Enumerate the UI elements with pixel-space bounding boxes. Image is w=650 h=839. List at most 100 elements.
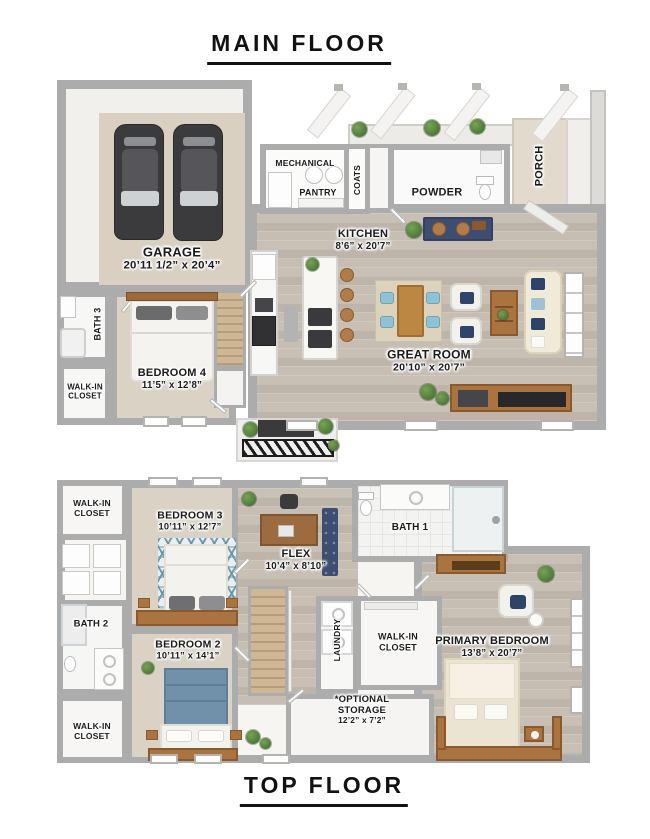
car-roof — [122, 149, 158, 193]
bedroom3-dims: 10’11” x 12’7” — [158, 521, 222, 532]
side-table — [528, 612, 544, 628]
kitchen-mat — [284, 306, 298, 342]
stairs-railing — [288, 590, 292, 692]
sofa-pillow — [531, 336, 545, 348]
bedroom2-name: BEDROOM 2 — [155, 638, 221, 651]
great-room-dims: 20’10” x 20’7” — [393, 361, 465, 374]
dining-table — [397, 285, 424, 337]
bed-pillow — [454, 704, 478, 720]
closet-shelf — [93, 571, 121, 595]
nightstand — [226, 598, 238, 608]
range-hood — [255, 298, 273, 312]
plant-icon — [424, 120, 440, 136]
car-windshield — [121, 191, 159, 206]
kitchen-name: KITCHEN — [337, 227, 389, 240]
window — [570, 686, 584, 714]
window — [540, 420, 574, 431]
mechanical-unit — [268, 172, 292, 208]
desk-chair — [280, 494, 298, 509]
window — [286, 420, 318, 431]
optional-storage-name: *OPTIONAL STORAGE — [334, 693, 390, 717]
bedroom4-name: BEDROOM 4 — [137, 366, 207, 379]
coats-label: COATS — [351, 164, 362, 196]
washer-door — [332, 608, 345, 621]
bed-pillow — [484, 704, 508, 720]
primary-bedroom-dims: 13’8” x 20’7” — [461, 647, 523, 659]
island-sink — [308, 330, 332, 348]
cutting-board — [472, 221, 486, 230]
bath2-label: BATH 2 — [73, 618, 109, 630]
washer — [321, 601, 353, 627]
plant-icon — [142, 662, 154, 674]
car-windshield — [180, 191, 218, 206]
kitchen-label: KITCHEN 8’6” x 20’7” — [335, 228, 390, 252]
toilet — [358, 492, 374, 500]
plant-icon — [352, 122, 367, 137]
plant-icon — [318, 419, 333, 434]
window — [570, 598, 584, 668]
window — [181, 416, 207, 427]
walk-in-closet-main-label: WALK-IN CLOSET — [67, 382, 103, 401]
plant-icon — [436, 392, 449, 405]
window — [150, 754, 178, 764]
bar-stool — [432, 222, 446, 236]
bed-platform — [552, 716, 562, 750]
fridge — [252, 254, 276, 280]
dryer-door — [332, 636, 345, 649]
dining-chair — [426, 316, 440, 328]
console-shelf — [495, 320, 513, 322]
pantry-label: PANTRY — [299, 187, 337, 198]
bedroom2-label: BEDROOM 2 10’11” x 14’1” — [155, 638, 220, 661]
island-stool — [340, 268, 354, 282]
window — [194, 754, 222, 764]
tv — [498, 392, 566, 407]
closet-shelf — [62, 571, 90, 595]
great-room-label: GREAT ROOM 20’10” x 20’7” — [387, 348, 471, 375]
plant-icon — [420, 384, 436, 400]
dining-chair — [380, 316, 394, 328]
bed-fold — [132, 332, 212, 334]
flex-dims: 10’4” x 8’10” — [265, 560, 327, 572]
window — [148, 477, 178, 487]
kitchen-dims: 8’6” x 20’7” — [335, 240, 391, 252]
walk-in-closet-primary-room — [356, 596, 442, 690]
console-table — [490, 290, 518, 336]
stairs-main — [214, 290, 246, 368]
nightstand — [230, 730, 242, 740]
island-sink — [308, 308, 332, 326]
window — [143, 416, 169, 427]
window — [262, 754, 290, 764]
toilet-bowl — [479, 184, 491, 200]
bath3-label: BATH 3 — [92, 307, 103, 341]
bed-pillow — [169, 596, 195, 610]
plant-icon — [246, 730, 260, 744]
sink — [409, 491, 423, 505]
armchair-pillow — [460, 292, 474, 304]
bed-headboard — [126, 292, 218, 301]
armchair — [498, 584, 534, 618]
lamp — [531, 731, 539, 739]
beam-cap — [472, 83, 481, 90]
dining-chair — [380, 292, 394, 304]
nightstand — [138, 598, 150, 608]
shower — [452, 486, 504, 552]
armchair — [450, 283, 482, 311]
walk-in-closet-top-label: WALK-IN CLOSET — [73, 497, 111, 518]
island-stool — [340, 288, 354, 302]
plant-icon — [470, 119, 485, 134]
window — [300, 477, 328, 487]
bed-fold — [166, 700, 226, 702]
sink — [103, 655, 116, 668]
bed-platform — [436, 716, 446, 750]
walk-in-closet-primary-label: WALK-IN CLOSET — [378, 631, 418, 652]
bed-pillow — [136, 306, 172, 320]
mechanical-label: MECHANICAL — [275, 157, 335, 168]
window — [192, 477, 222, 487]
walk-in-closet-top-room — [57, 480, 128, 540]
sink — [103, 673, 116, 686]
island-stool — [340, 308, 354, 322]
bed-platform — [436, 746, 562, 761]
armchair-pillow — [510, 595, 526, 609]
vanity — [94, 648, 124, 690]
